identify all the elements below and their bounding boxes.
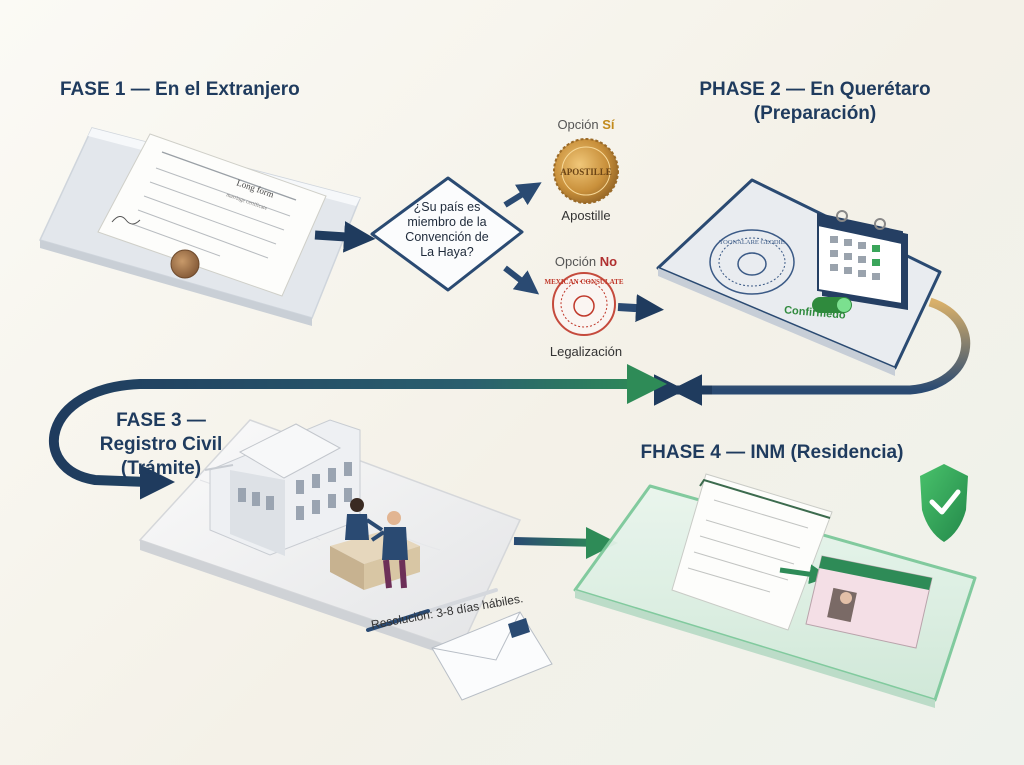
phase2-title: PHASE 2 — En Querétaro (Preparación) [680, 78, 950, 126]
arrow-phase3-to-phase4 [513, 537, 601, 547]
arrow-document-to-card [779, 564, 830, 585]
option-no-answer: No [599, 254, 618, 269]
residency-card-icon [805, 555, 933, 649]
question-line: miembro de la [407, 215, 487, 229]
loop-arrow-to-phase3 [49, 379, 650, 487]
toggle-switch-icon [812, 297, 852, 313]
phase3-title-line3: (Trámite) [120, 458, 202, 479]
connector-phase2-to-loop [700, 297, 971, 395]
option-yes-heading: Opción Sí [536, 117, 636, 132]
option-yes-word: Opción [557, 117, 599, 132]
phase3-title-line2: Registro Civil [99, 434, 223, 455]
calendar-icon [817, 210, 908, 310]
envelope-icon [431, 611, 553, 701]
question-line: Convención de [405, 230, 489, 244]
consulate-stamp-text: MEXICAN CONSULATE [544, 278, 623, 286]
phase2-title-line1: PHASE 2 — En Querétaro [699, 79, 931, 100]
arrow-yes-branch [503, 182, 542, 208]
marriage-certificate-document: Long form marriage certificate [97, 133, 327, 297]
shield-check-icon [920, 464, 968, 542]
residency-document-icon [671, 473, 833, 631]
clerk-person-icon [345, 498, 384, 540]
wax-seal-icon [170, 249, 200, 279]
phase4-title: FHASE 4 — INM (Residencia) [640, 442, 904, 463]
decision-question: ¿Su país es miembro de la Convención de … [392, 200, 502, 260]
arrow-to-phase2 [617, 294, 664, 323]
official-seal-icon: TOONALARE GEODIE [709, 229, 795, 295]
option-yes-answer: Sí [602, 117, 615, 132]
option-yes-label: Apostille [561, 208, 611, 223]
option-no-heading: Opción No [536, 254, 636, 269]
decision-diamond [370, 176, 524, 292]
question-line: La Haya? [420, 245, 474, 259]
consulate-stamp-icon: MEXICAN CONSULATE [544, 272, 624, 336]
phase1-title: FASE 1 — En el Extranjero [60, 79, 300, 100]
arrow-phase1-to-decision [314, 221, 376, 253]
option-no-word: Opción [554, 254, 597, 269]
phase3-title: FASE 3 — Registro Civil (Trámite) [76, 409, 246, 481]
apostille-seal-text: APOSTILLE [560, 167, 612, 177]
resolution-progress-bar [366, 588, 498, 632]
arrow-no-branch [503, 265, 540, 295]
phase2-title-line2: (Preparación) [753, 103, 877, 124]
official-seal-text: TOONALARE GEODIE [719, 239, 784, 246]
phase3-title-line1: FASE 3 — [116, 410, 206, 431]
apostille-seal-icon: APOSTILLE [553, 138, 619, 204]
option-no-label: Legalización [549, 344, 623, 359]
question-line: ¿Su país es [413, 200, 481, 214]
applicant-person-icon [370, 511, 408, 589]
